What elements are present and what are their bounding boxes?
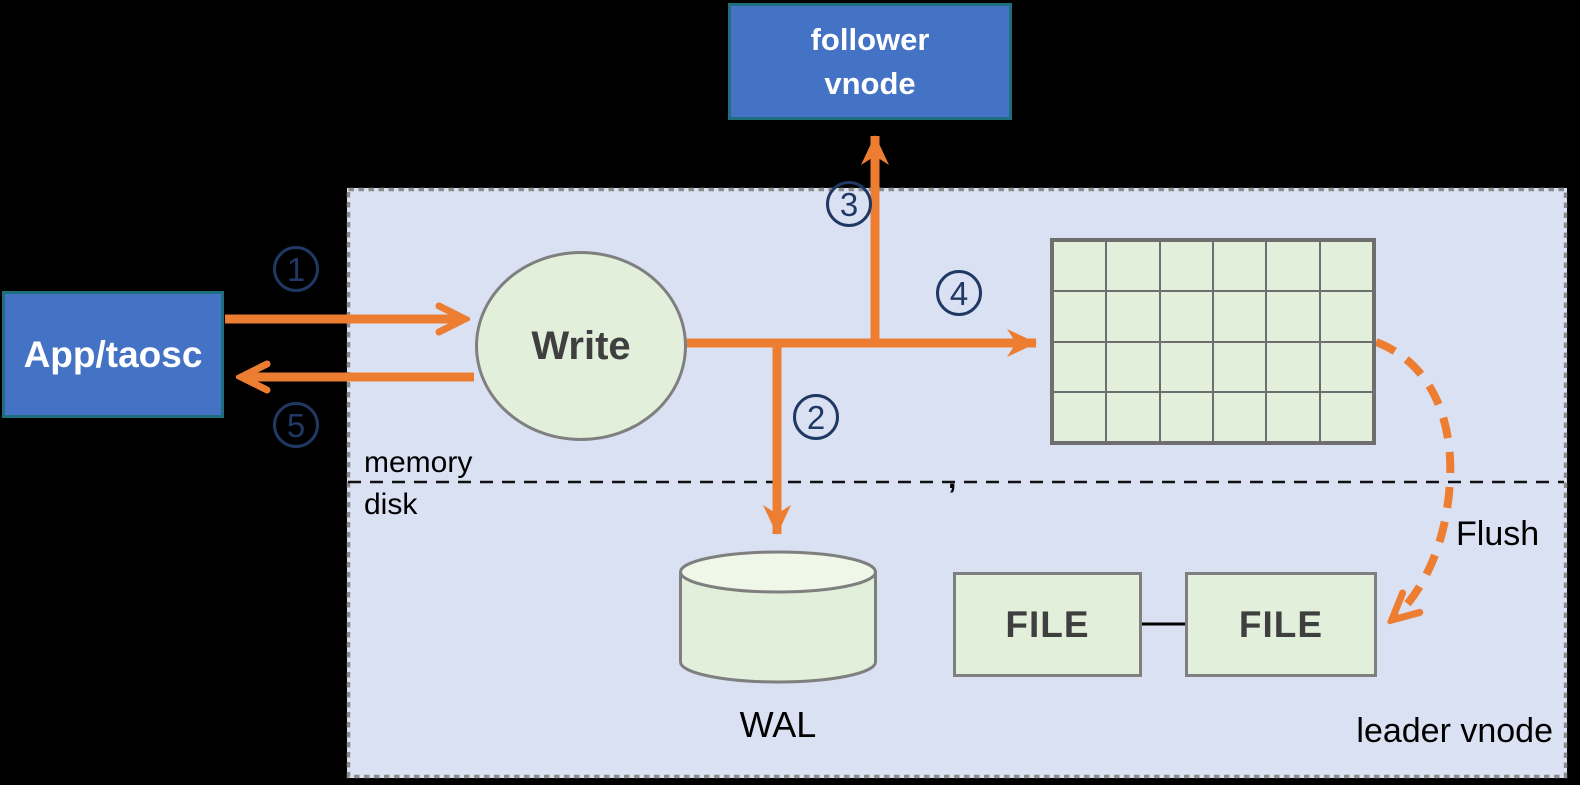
memtable-cell xyxy=(1266,291,1320,342)
memtable-cell xyxy=(1212,241,1267,292)
step-4-badge: 4 xyxy=(936,270,982,316)
step-1-badge: 1 xyxy=(273,246,319,292)
follower-vnode-label-line1: follower xyxy=(810,22,930,58)
file-node-2: FILE xyxy=(1185,572,1377,677)
leader-vnode-label: leader vnode xyxy=(1356,712,1553,750)
memtable-cell xyxy=(1319,241,1373,292)
memtable-cell xyxy=(1266,391,1320,442)
memtable-cell xyxy=(1106,341,1160,392)
divider-comma-mark: , xyxy=(948,462,957,495)
memtable-cell xyxy=(1106,241,1160,292)
wal-cylinder xyxy=(678,550,878,686)
memtable-cell xyxy=(1266,241,1320,292)
wal-cylinder-top xyxy=(679,550,877,594)
wal-cylinder-body xyxy=(679,572,877,684)
memtable-cell xyxy=(1106,391,1160,442)
memtable-grid xyxy=(1050,238,1376,445)
memtable-cell xyxy=(1159,341,1213,392)
wal-label: WAL xyxy=(739,704,817,745)
memtable-cell xyxy=(1106,291,1160,342)
memtable-cell xyxy=(1319,291,1373,342)
memtable-cell xyxy=(1053,341,1107,392)
memtable-cell xyxy=(1212,341,1267,392)
memtable-cell xyxy=(1159,291,1213,342)
step-5-badge: 5 xyxy=(273,402,319,448)
follower-vnode-label-line2: vnode xyxy=(824,65,916,101)
memtable-cell xyxy=(1212,291,1267,342)
memtable-cell xyxy=(1053,391,1107,442)
disk-label: disk xyxy=(364,488,418,521)
memtable-cell xyxy=(1266,341,1320,392)
memory-label: memory xyxy=(364,446,473,479)
write-node: Write xyxy=(475,251,687,441)
memtable-cell xyxy=(1319,391,1373,442)
memtable-cell xyxy=(1053,241,1107,292)
memtable-cell xyxy=(1159,391,1213,442)
step-3-badge: 3 xyxy=(826,181,872,227)
memtable-cell xyxy=(1053,291,1107,342)
memtable-cell xyxy=(1159,241,1213,292)
follower-vnode-node: follower vnode xyxy=(728,3,1012,120)
memtable-cell xyxy=(1319,341,1373,392)
step-2-badge: 2 xyxy=(793,394,839,440)
app-taosc-node: App/taosc xyxy=(2,291,224,418)
memtable-cell xyxy=(1212,391,1267,442)
file-node-1: FILE xyxy=(953,572,1142,677)
flush-label: Flush xyxy=(1456,515,1540,553)
